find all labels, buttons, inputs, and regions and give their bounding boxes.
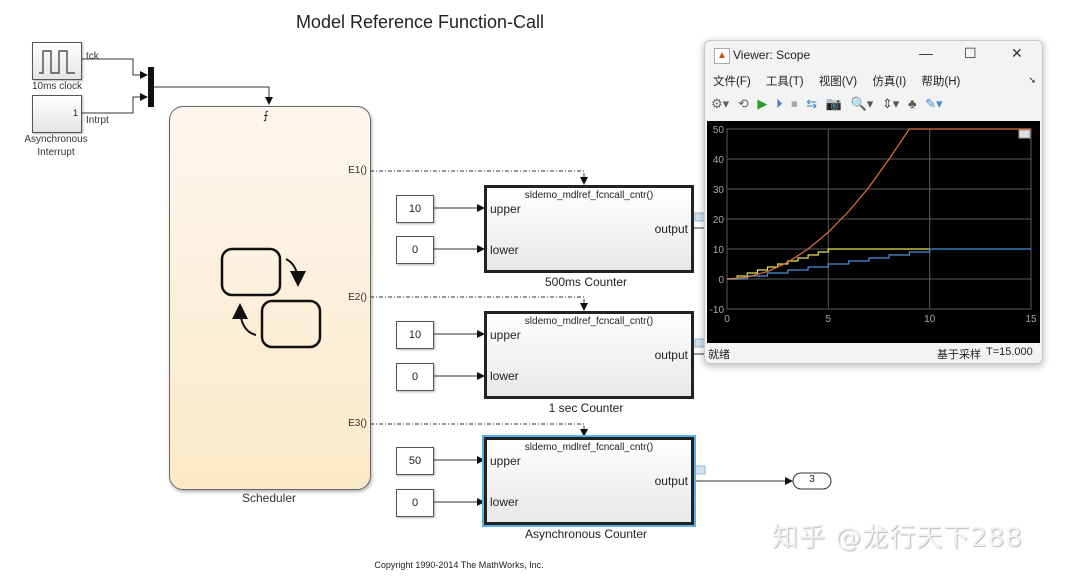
pulse-generator-icon bbox=[39, 50, 75, 74]
model-block-1sec[interactable]: sldemo_mdlref_fcncall_cntr() upper outpu… bbox=[484, 311, 694, 399]
close-button[interactable]: ✕ bbox=[1011, 45, 1023, 61]
watermark: 知乎 @龙行天下288 bbox=[772, 523, 1023, 553]
settings-gear-icon[interactable]: ⚙▾ bbox=[711, 96, 730, 111]
constant-lower-1[interactable]: 0 bbox=[396, 236, 434, 264]
model-name: sldemo_mdlref_fcncall_cntr() bbox=[524, 316, 654, 327]
y-tick-label: -10 bbox=[710, 305, 725, 316]
constant-upper-2[interactable]: 10 bbox=[396, 321, 434, 349]
outport-3 bbox=[792, 472, 832, 490]
line-e2 bbox=[370, 296, 588, 311]
autoscale-icon[interactable]: ⇕▾ bbox=[881, 96, 900, 111]
style-pencil-icon[interactable]: ✎▾ bbox=[925, 96, 943, 111]
snapshot-camera-icon[interactable]: 📷 bbox=[825, 96, 842, 111]
constant-lower-3[interactable]: 0 bbox=[396, 489, 434, 517]
series-line-3 bbox=[726, 128, 1031, 280]
line-tck bbox=[82, 58, 148, 79]
event-port-e2: E2() bbox=[348, 292, 367, 303]
triggers-icon[interactable]: ♣ bbox=[907, 96, 917, 111]
zoom-in-icon[interactable]: 🔍▾ bbox=[850, 96, 874, 111]
line-e1 bbox=[370, 170, 588, 185]
y-tick-label: 20 bbox=[713, 215, 725, 226]
diagram-title: Model Reference Function-Call bbox=[295, 12, 545, 32]
model-name: sldemo_mdlref_fcncall_cntr() bbox=[524, 190, 654, 201]
counter-name-1sec: 1 sec Counter bbox=[548, 401, 624, 415]
legend-expand-icon bbox=[1018, 129, 1031, 139]
mux-block bbox=[148, 67, 154, 107]
highlight-block-icon[interactable]: ⇆ bbox=[806, 96, 818, 111]
x-tick-label: 0 bbox=[724, 314, 730, 325]
port-upper: upper bbox=[490, 328, 521, 342]
inport-block[interactable]: 1 bbox=[32, 95, 82, 133]
scheduler-name: Scheduler bbox=[241, 491, 297, 505]
window-title: Viewer: Scope bbox=[733, 48, 811, 62]
series-line-2 bbox=[727, 248, 1031, 280]
signal-label-tck: tck bbox=[86, 51, 99, 62]
matlab-logo-icon: ▲ bbox=[714, 48, 730, 64]
event-port-e3: E3() bbox=[348, 418, 367, 429]
constant-upper-2b[interactable]: 0 bbox=[396, 363, 434, 391]
event-port-e1: E1() bbox=[348, 165, 367, 176]
port-output: output bbox=[654, 348, 688, 362]
inport-name-line2: Interrupt bbox=[37, 147, 75, 158]
menu-help[interactable]: 帮助(H) bbox=[921, 76, 961, 88]
status-ready: 就绪 bbox=[708, 349, 730, 361]
toolbar-collapse-icon[interactable]: ➘ bbox=[1028, 75, 1036, 85]
model-block-500ms[interactable]: sldemo_mdlref_fcncall_cntr() upper outpu… bbox=[484, 185, 694, 273]
x-tick-label: 10 bbox=[924, 314, 936, 325]
inport-name-line1: Asynchronous bbox=[24, 134, 88, 145]
y-tick-label: 40 bbox=[713, 155, 725, 166]
x-tick-label: 15 bbox=[1025, 314, 1037, 325]
status-sample-mode: 基于采样 bbox=[937, 349, 981, 361]
step-back-icon[interactable]: ⟲ bbox=[737, 96, 749, 111]
model-name: sldemo_mdlref_fcncall_cntr() bbox=[524, 442, 654, 453]
outport-number: 3 bbox=[809, 474, 815, 485]
constant-upper-3[interactable]: 50 bbox=[396, 447, 434, 475]
viewer-badge-3 bbox=[694, 465, 706, 475]
line-mux-to-scheduler bbox=[154, 86, 273, 105]
pulse-generator-name: 10ms clock bbox=[31, 81, 82, 92]
port-output: output bbox=[654, 474, 688, 488]
line-e3 bbox=[370, 423, 588, 437]
rising-edge-trigger-icon: ⨍ bbox=[263, 110, 269, 122]
scheduler-chart-block[interactable]: ⨍ E1() E2() E3() bbox=[169, 106, 371, 490]
pulse-generator-block[interactable] bbox=[32, 42, 82, 80]
constant-upper-1[interactable]: 10 bbox=[396, 195, 434, 223]
port-upper: upper bbox=[490, 454, 521, 468]
counter-name-async: Asynchronous Counter bbox=[524, 527, 648, 541]
status-time: T=15.000 bbox=[986, 346, 1033, 358]
menu-simulation[interactable]: 仿真(I) bbox=[872, 76, 907, 88]
port-output: output bbox=[654, 222, 688, 236]
port-lower: lower bbox=[490, 243, 519, 257]
maximize-button[interactable]: ☐ bbox=[964, 45, 977, 61]
y-tick-label: 50 bbox=[713, 125, 725, 136]
step-forward-icon[interactable]: ⏵ bbox=[775, 96, 783, 111]
menu-file[interactable]: 文件(F) bbox=[713, 76, 751, 88]
model-block-async[interactable]: sldemo_mdlref_fcncall_cntr() upper outpu… bbox=[482, 435, 696, 527]
counter-name-500ms: 500ms Counter bbox=[544, 275, 628, 289]
scope-window[interactable]: ▲ Viewer: Scope — ☐ ✕ 文件(F) 工具(T) 视图(V) … bbox=[704, 40, 1043, 364]
stop-icon[interactable]: ⏹ bbox=[791, 96, 798, 111]
port-lower: lower bbox=[490, 495, 519, 509]
y-tick-label: 0 bbox=[718, 275, 724, 286]
y-tick-label: 30 bbox=[713, 185, 725, 196]
y-tick-label: 10 bbox=[713, 245, 725, 256]
x-tick-label: 5 bbox=[826, 314, 832, 325]
status-bar: 就绪 基于采样 T=15.000 bbox=[705, 343, 1042, 363]
line-intrpt bbox=[82, 93, 148, 114]
stateflow-chart-icon bbox=[220, 247, 322, 349]
inport-number: 1 bbox=[72, 108, 78, 118]
signal-label-intrpt: Intrpt bbox=[86, 115, 109, 126]
port-lower: lower bbox=[490, 369, 519, 383]
toolbar: ⚙▾ ⟲ ▶ ⏵ ⏹ ⇆ 📷 🔍▾ ⇕▾ ♣ ✎▾ bbox=[711, 96, 948, 118]
minimize-button[interactable]: — bbox=[919, 45, 933, 61]
port-upper: upper bbox=[490, 202, 521, 216]
title-bar[interactable]: ▲ Viewer: Scope — ☐ ✕ bbox=[705, 41, 1042, 69]
menu-tools[interactable]: 工具(T) bbox=[765, 76, 804, 88]
copyright: Copyright 1990-2014 The MathWorks, Inc. bbox=[374, 560, 544, 570]
run-icon[interactable]: ▶ bbox=[757, 96, 768, 111]
menu-bar: 文件(F) 工具(T) 视图(V) 仿真(I) 帮助(H) bbox=[713, 73, 972, 89]
menu-view[interactable]: 视图(V) bbox=[818, 76, 858, 88]
